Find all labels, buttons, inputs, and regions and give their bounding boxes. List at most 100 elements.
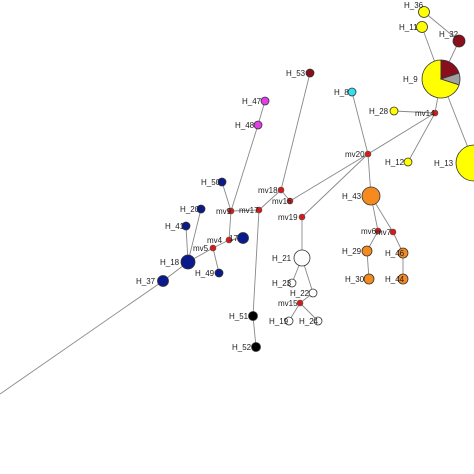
- label-mv16: mv16: [272, 197, 292, 206]
- node-H_50: [217, 177, 227, 187]
- edge-H_37-tail: [0, 280, 164, 395]
- node-mv18: [277, 186, 285, 194]
- edge-mv14-H_12: [407, 112, 436, 163]
- label-H_22: H_22: [290, 289, 310, 298]
- label-mv18: mv18: [258, 186, 278, 195]
- edge-mv18-mv17: [258, 189, 282, 211]
- label-H_32: H_32: [439, 30, 459, 39]
- pie-slice-H_9-2: [439, 72, 461, 86]
- label-H_9: H_9: [403, 75, 418, 84]
- label-H_48: H_48: [235, 121, 255, 130]
- edge-H_51-H_52: [252, 315, 257, 348]
- label-H_21: H_21: [272, 254, 292, 263]
- label-mv7: mv7: [376, 228, 392, 237]
- label-H_13: H_13: [434, 159, 454, 168]
- label-mv20: mv20: [345, 150, 365, 159]
- node-H_36: [418, 6, 430, 18]
- node-H_44: [397, 273, 409, 285]
- node-H_11: [416, 21, 428, 33]
- label-H_49: H_49: [195, 269, 215, 278]
- node-H_51: [248, 311, 258, 321]
- label-H_46: H_46: [385, 249, 405, 258]
- label-H_8: H_8: [334, 88, 349, 97]
- label-mv4: mv4: [207, 236, 223, 245]
- label-H_47: H_47: [242, 97, 262, 106]
- node-mv17: [255, 206, 263, 214]
- label-H_11: H_11: [399, 23, 418, 32]
- edge-mv18-H_53: [280, 72, 311, 191]
- label-H_37: H_37: [136, 277, 156, 286]
- label-H_17: 17: [229, 234, 238, 243]
- edge-mv14-H_28: [393, 110, 436, 114]
- edge-mv9-mv4: [228, 210, 232, 241]
- node-mv5: [209, 244, 217, 252]
- label-H_50: H_50: [201, 178, 221, 187]
- edge-mv20-mv16: [289, 153, 369, 202]
- label-H_44: H_44: [385, 275, 405, 284]
- label-mv15: mv15: [278, 299, 298, 308]
- edge-mv14-mv20: [367, 112, 436, 155]
- node-H_41: [181, 221, 191, 231]
- node-H_47: [260, 96, 270, 106]
- label-H_12: H_12: [385, 158, 405, 167]
- edge-mv9-H_50: [221, 181, 232, 212]
- label-H_29: H_29: [342, 247, 362, 256]
- nodes-layer: [157, 6, 474, 352]
- node-H_43: [361, 186, 381, 206]
- node-H_49: [214, 268, 224, 278]
- label-H_41: H_41: [165, 222, 185, 231]
- label-H_24: H_24: [299, 317, 319, 326]
- node-H_17: [237, 232, 249, 244]
- node-H_32: [452, 34, 466, 48]
- label-mv6: mv6: [361, 227, 377, 236]
- node-H_21: [293, 249, 311, 267]
- node-mv14: [431, 109, 439, 117]
- label-H_52: H_52: [232, 343, 252, 352]
- node-H_19: [284, 316, 294, 326]
- edge-H_36-H_32: [423, 11, 460, 42]
- node-H_37: [157, 275, 169, 287]
- node-H_13: [455, 144, 474, 182]
- node-mv20: [364, 150, 372, 158]
- edges-layer: [0, 11, 474, 395]
- label-H_53: H_53: [286, 69, 306, 78]
- labels-layer: H_36H_32 H_11H_9H_13 H_53H_8H_28H_12 H_47H_…: [136, 1, 459, 352]
- node-mv6: [374, 227, 382, 235]
- label-mv19: mv19: [278, 213, 298, 222]
- node-H_8: [347, 87, 357, 97]
- label-H_51: H_51: [229, 312, 249, 321]
- node-mv19: [298, 213, 306, 221]
- node-H_46: [397, 247, 409, 259]
- label-mv5: mv5: [193, 244, 209, 253]
- edge-mv9-H_48: [230, 124, 259, 212]
- label-H_28: H_28: [369, 107, 389, 116]
- node-H_53: [305, 68, 315, 78]
- node-mv4: [225, 236, 233, 244]
- node-mv7: [389, 228, 397, 236]
- label-H_20: H_20: [180, 205, 200, 214]
- node-mv16: [286, 197, 294, 205]
- node-mv9: [227, 207, 235, 215]
- label-H_23: H_23: [272, 279, 292, 288]
- edge-mv20-H_8: [351, 91, 369, 155]
- edge-mv17-H_51: [252, 209, 260, 317]
- label-H_19: H_19: [269, 317, 289, 326]
- node-H_52: [251, 342, 261, 352]
- label-H_18: H_18: [160, 258, 180, 267]
- node-H_23: [287, 278, 297, 288]
- label-mv17: mv17: [239, 206, 259, 215]
- node-H_30: [363, 273, 375, 285]
- label-mv9: mv9: [216, 207, 232, 216]
- node-H_28: [389, 106, 399, 116]
- node-H_12: [403, 157, 413, 167]
- node-mv15: [296, 299, 304, 307]
- label-H_30: H_30: [345, 275, 365, 284]
- node-H_20: [196, 204, 206, 214]
- node-H_22: [308, 288, 318, 298]
- edge-H_18-H_20: [187, 208, 202, 263]
- label-H_36: H_36: [404, 1, 424, 10]
- node-H_48: [253, 120, 263, 130]
- edge-mv17-mv9: [230, 209, 260, 212]
- label-H_43: H_43: [342, 192, 362, 201]
